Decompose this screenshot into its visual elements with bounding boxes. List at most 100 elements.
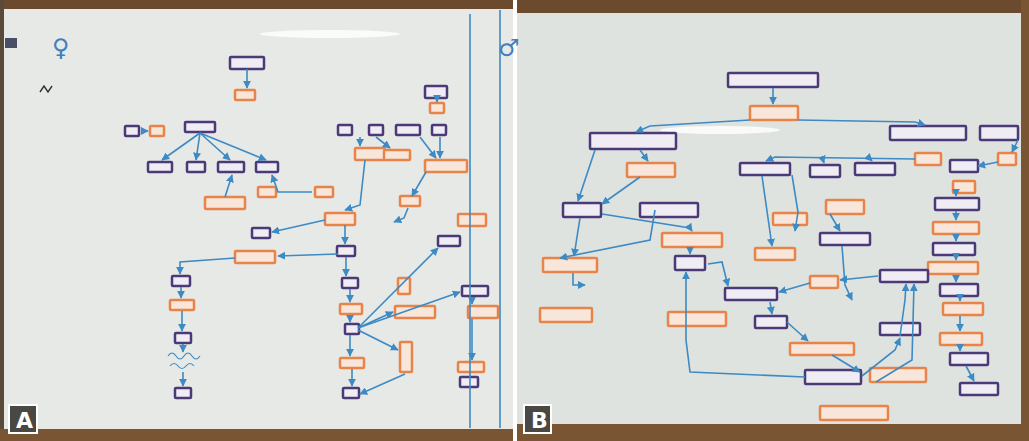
purple-sticky (432, 125, 446, 135)
purple-sticky (369, 125, 383, 135)
orange-sticky (810, 276, 838, 288)
marker-arrow (798, 120, 925, 125)
purple-sticky (805, 370, 861, 384)
marker-arrow (955, 275, 957, 282)
purple-sticky (890, 126, 966, 140)
marker-arrow (766, 157, 915, 161)
marker-arrow (272, 175, 312, 192)
whiteboard (0, 0, 513, 441)
purple-sticky (175, 333, 191, 343)
panel-letter-box: B (523, 404, 552, 434)
gender-symbol: ♀ (52, 36, 70, 60)
marker-arrow (349, 289, 351, 302)
orange-sticky (662, 233, 722, 247)
marker-arrow (876, 284, 914, 382)
marker-arrow (578, 150, 595, 201)
marker-arrow (708, 262, 728, 286)
orange-sticky (355, 148, 385, 160)
purple-sticky (675, 256, 705, 270)
marker-arrow (830, 214, 840, 231)
marker-arrow (842, 246, 852, 300)
marker-arrow (560, 210, 655, 258)
marker-arrow (376, 137, 390, 148)
marker-arrow (394, 208, 408, 222)
marker-arrow (574, 218, 580, 256)
orange-sticky (915, 153, 941, 165)
orange-sticky (953, 181, 975, 193)
marker-arrow (792, 175, 798, 231)
purple-sticky (125, 126, 139, 136)
orange-sticky (933, 222, 979, 234)
orange-sticky (755, 248, 795, 260)
purple-sticky (425, 86, 447, 98)
orange-sticky (170, 300, 194, 310)
marker-arrow (955, 211, 957, 220)
purple-sticky (590, 133, 676, 149)
marker-arrow (822, 157, 824, 163)
marker-arrow (181, 311, 183, 331)
orange-sticky (468, 306, 498, 318)
orange-sticky (340, 304, 362, 314)
marker-arrow (439, 137, 441, 158)
purple-sticky (148, 162, 172, 172)
marker-arrow (689, 248, 691, 254)
orange-sticky (205, 197, 245, 209)
panel-letter: B (531, 410, 548, 432)
purple-sticky (820, 233, 870, 245)
marker-arrow (602, 214, 692, 231)
purple-sticky (185, 122, 215, 132)
orange-sticky (668, 312, 726, 326)
marker-arrow (358, 330, 398, 350)
board-frame (517, 424, 1029, 441)
marker-arrow (959, 346, 961, 351)
purple-sticky (855, 163, 895, 175)
marker-arrow (966, 366, 974, 381)
purple-sticky (980, 126, 1018, 140)
marker-arrow (978, 162, 998, 166)
purple-sticky (462, 286, 488, 296)
purple-sticky (740, 163, 790, 175)
doodle (40, 86, 52, 92)
orange-sticky (325, 213, 355, 225)
orange-sticky (400, 196, 420, 206)
orange-sticky (400, 342, 412, 372)
marker-arrow (344, 225, 346, 244)
purple-sticky (345, 324, 359, 334)
marker-arrow (900, 284, 906, 336)
purple-sticky (563, 203, 601, 217)
marker-arrow (180, 258, 235, 274)
orange-sticky (315, 187, 333, 197)
board-frame (1021, 0, 1029, 441)
marker-arrow (351, 369, 353, 386)
purple-sticky (342, 278, 358, 288)
orange-sticky (627, 163, 675, 177)
marker-arrow (141, 130, 148, 132)
marker-arrow (162, 133, 200, 160)
marker-arrow (196, 133, 200, 160)
purple-sticky (187, 162, 205, 172)
marker-arrow (420, 137, 436, 158)
marker-arrow (955, 235, 957, 241)
marker-arrow (955, 256, 957, 260)
marker-arrow (272, 220, 325, 232)
marker-arrow (345, 257, 347, 276)
purple-sticky (725, 288, 777, 300)
purple-sticky (256, 162, 278, 172)
marker-arrow (200, 133, 230, 160)
orange-sticky (940, 333, 982, 345)
marker-arrow (469, 14, 471, 428)
purple-sticky (338, 125, 352, 135)
marker-arrow (246, 69, 248, 88)
marker-arrow (573, 273, 585, 285)
purple-sticky (728, 73, 818, 87)
orange-sticky (425, 160, 467, 172)
whiteboard (517, 0, 1029, 441)
marker-arrow (1012, 140, 1018, 152)
purple-sticky (935, 198, 979, 210)
orange-sticky (943, 303, 983, 315)
purple-sticky (343, 388, 359, 398)
purple-sticky (175, 388, 191, 398)
purple-sticky (438, 236, 460, 246)
orange-sticky (458, 214, 486, 226)
